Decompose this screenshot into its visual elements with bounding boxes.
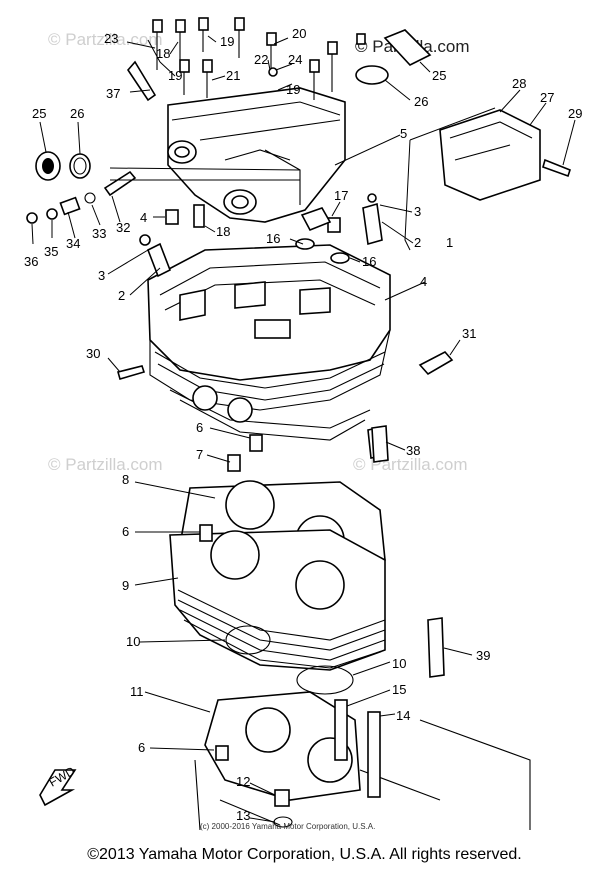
callout-19: 19 xyxy=(220,34,234,49)
cylinder-block xyxy=(169,434,386,671)
callout-19b: 19 xyxy=(168,68,182,83)
left-small-parts xyxy=(26,151,137,224)
head-cover xyxy=(167,87,346,223)
cylinder-head xyxy=(117,244,454,441)
callout-14: 14 xyxy=(396,708,410,723)
callout-17: 17 xyxy=(334,188,348,203)
callout-29: 29 xyxy=(568,106,582,121)
callout-32: 32 xyxy=(116,220,130,235)
callout-38: 38 xyxy=(406,443,420,458)
side-cover xyxy=(439,109,571,201)
callout-3b: 3 xyxy=(98,268,105,283)
callout-26: 26 xyxy=(414,94,428,109)
callout-21: 21 xyxy=(226,68,240,83)
callout-10b: 10 xyxy=(392,656,406,671)
base-gasket xyxy=(194,691,531,831)
callout-33: 33 xyxy=(92,226,106,241)
callout-16: 16 xyxy=(266,231,280,246)
callout-3: 3 xyxy=(414,204,421,219)
copyright-footer: ©2013 Yamaha Motor Corporation, U.S.A. A… xyxy=(87,846,522,863)
callout-18b: 18 xyxy=(216,224,230,239)
callout-16b: 16 xyxy=(362,254,376,269)
callout-5: 5 xyxy=(400,126,407,141)
callout-23: 23 xyxy=(104,31,118,46)
callout-22: 22 xyxy=(254,52,268,67)
callout-6: 6 xyxy=(196,420,203,435)
callout-10: 10 xyxy=(126,634,140,649)
part-callouts: 23 18 19 20 19 22 21 24 19 25 37 26 5 28… xyxy=(24,26,582,823)
callout-8: 8 xyxy=(122,472,129,487)
callout-7: 7 xyxy=(196,447,203,462)
callout-20: 20 xyxy=(292,26,306,41)
watermark-3: © Partzilla.com xyxy=(48,455,163,474)
callout-2: 2 xyxy=(414,235,421,250)
top-bolts xyxy=(126,17,432,102)
callout-18: 18 xyxy=(156,46,170,61)
callout-39: 39 xyxy=(476,648,490,663)
callout-34: 34 xyxy=(66,236,80,251)
callout-11: 11 xyxy=(130,684,144,699)
callout-4: 4 xyxy=(140,210,147,225)
studs xyxy=(371,425,445,678)
callout-19c: 19 xyxy=(286,82,300,97)
callout-28: 28 xyxy=(512,76,526,91)
o-rings xyxy=(225,625,354,695)
callout-1: 1 xyxy=(446,235,453,250)
callout-26b: 26 xyxy=(70,106,84,121)
callout-6b: 6 xyxy=(122,524,129,539)
callout-27: 27 xyxy=(540,90,554,105)
leader-lines xyxy=(31,35,576,823)
callout-2b: 2 xyxy=(118,288,125,303)
callout-9: 9 xyxy=(122,578,129,593)
callout-4b: 4 xyxy=(420,274,427,289)
callout-31: 31 xyxy=(462,326,476,341)
callout-30: 30 xyxy=(86,346,100,361)
callout-25: 25 xyxy=(432,68,446,83)
callout-15: 15 xyxy=(392,682,406,697)
inner-copyright: (c) 2000-2016 Yamaha Motor Corporation, … xyxy=(200,822,376,831)
fwd-arrow: FWD xyxy=(39,764,77,807)
callout-13: 13 xyxy=(236,808,250,823)
callout-12: 12 xyxy=(236,774,250,789)
callout-37: 37 xyxy=(106,86,120,101)
callout-24: 24 xyxy=(288,52,302,67)
watermark-1: © Partzilla.com xyxy=(48,30,163,49)
callout-35: 35 xyxy=(44,244,58,259)
callout-36: 36 xyxy=(24,254,38,269)
callout-25b: 25 xyxy=(32,106,46,121)
callout-6c: 6 xyxy=(138,740,145,755)
dowels xyxy=(139,193,386,459)
